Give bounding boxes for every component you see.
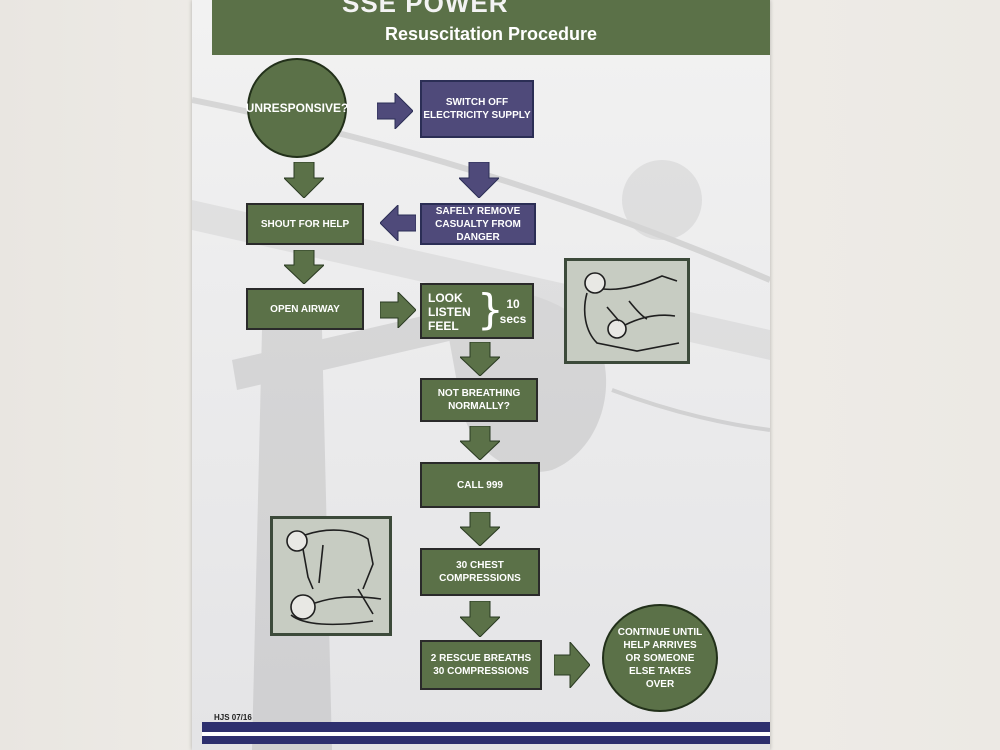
insulator-shape: [622, 160, 702, 240]
call-label: CALL 999: [457, 479, 503, 491]
arrow-left-purple: [380, 205, 416, 241]
cpr-illustration: [270, 516, 392, 636]
arrow-down-2: [284, 250, 324, 284]
airway-label: OPEN AIRWAY: [270, 303, 340, 315]
unresponsive-label: UNRESPONSIVE?: [245, 100, 349, 115]
airway-figures-drawing: [583, 272, 680, 352]
chest-compressions-box: 30 CHEST COMPRESSIONS: [420, 548, 540, 596]
arrow-down-1: [284, 162, 324, 198]
arrow-down-purple: [459, 162, 499, 198]
continue-until-circle: CONTINUE UNTIL HELP ARRIVES OR SOMEONE E…: [602, 604, 718, 712]
not-breathing-box: NOT BREATHING NORMALLY?: [420, 378, 538, 422]
brand-logo-text: SSE POWER: [342, 0, 509, 18]
not-breathing-label: NOT BREATHING NORMALLY?: [437, 388, 521, 412]
arrow-right-final: [554, 642, 590, 688]
shout-label: SHOUT FOR HELP: [260, 218, 350, 230]
arrow-down-6: [460, 601, 500, 637]
breaths-line2: 30 COMPRESSIONS: [433, 666, 529, 677]
arrow-down-5: [460, 512, 500, 546]
arrow-right-1: [377, 93, 413, 129]
shout-for-help-box: SHOUT FOR HELP: [246, 203, 364, 245]
safely-remove-box: SAFELY REMOVE CASUALTY FROM DANGER: [420, 203, 536, 245]
secs-label: secs: [499, 312, 527, 326]
footer-stripe-gap: [202, 732, 770, 736]
remove-label: SAFELY REMOVE CASUALTY FROM DANGER: [435, 205, 521, 243]
breaths-line1: 2 RESCUE BREATHS: [430, 653, 532, 664]
brace-glyph: }: [477, 285, 504, 334]
header-bar: SSE POWER Resuscitation Procedure: [212, 0, 770, 55]
ten-label: 10: [506, 297, 520, 311]
poster: SSE POWER Resuscitation Procedure UNRESP…: [192, 0, 770, 750]
airway-illustration: [564, 258, 690, 364]
arrow-right-green: [380, 292, 416, 328]
footer-stripe-top: [202, 722, 770, 732]
footer-code: HJS 07/16: [214, 713, 252, 722]
open-airway-box: OPEN AIRWAY: [246, 288, 364, 330]
call-999-box: CALL 999: [420, 462, 540, 508]
chain-line: [611, 388, 770, 432]
page-title: Resuscitation Procedure: [384, 24, 598, 44]
feel-label: FEEL: [428, 319, 459, 333]
look-label: LOOK: [428, 291, 463, 305]
switch-off-label: SWITCH OFF ELECTRICITY SUPPLY: [423, 97, 531, 121]
look-listen-feel-words: LOOK LISTEN FEEL: [428, 291, 471, 333]
look-listen-feel-box: LOOK LISTEN FEEL } 10 secs: [420, 283, 534, 339]
arrow-down-3: [460, 342, 500, 376]
rescue-breaths-box: 2 RESCUE BREATHS 30 COMPRESSIONS: [420, 640, 542, 690]
continue-label: CONTINUE UNTIL HELP ARRIVES OR SOMEONE E…: [617, 626, 703, 690]
compressions-label: 30 CHEST COMPRESSIONS: [439, 560, 521, 584]
ten-seconds: 10 secs: [496, 297, 530, 327]
cpr-figures-drawing: [286, 529, 382, 626]
footer-stripe-bottom: [202, 736, 770, 744]
unresponsive-circle: UNRESPONSIVE?: [245, 58, 349, 158]
switch-off-box: SWITCH OFF ELECTRICITY SUPPLY: [420, 80, 534, 138]
listen-label: LISTEN: [428, 305, 471, 319]
arrow-down-4: [460, 426, 500, 460]
